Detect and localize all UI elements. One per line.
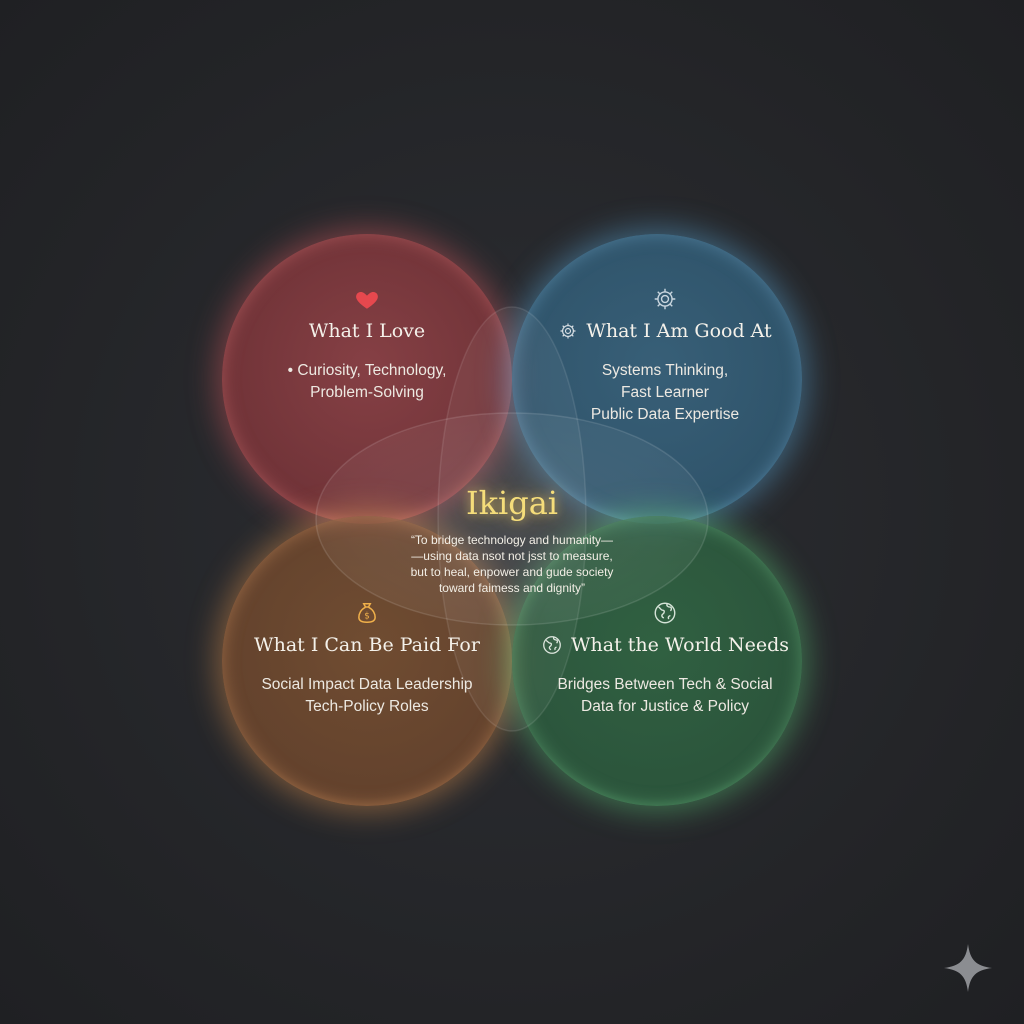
line: Bridges Between Tech & Social [557, 676, 773, 693]
title-what-i-love-text: What I Love [308, 320, 426, 342]
quote-line: “To bridge technology and humanity— [410, 533, 614, 547]
title-what-i-am-good-at: What I Am Good At [520, 320, 810, 342]
line: Social Impact Data Leadership [261, 676, 473, 693]
ikigai-quote: “To bridge technology and humanity— —usi… [362, 532, 662, 596]
ikigai-title: Ikigai [465, 484, 559, 522]
quote-line: but to heal, enpower and gude society [410, 565, 614, 579]
title-what-i-can-be-paid-for-text: What I Can Be Paid For [254, 634, 480, 656]
quadrant-what-i-am-good-at: What I Am Good At Systems Thinking, Fast… [520, 286, 810, 426]
line: Data for Justice & Policy [581, 698, 749, 715]
title-what-i-love: What I Love [222, 320, 512, 342]
svg-text:$: $ [364, 612, 370, 622]
line: Problem-Solving [310, 384, 424, 401]
money-bag-icon: $ [358, 603, 376, 623]
lines-what-i-love: • Curiosity, Technology, Problem-Solving [222, 360, 512, 404]
lines-what-the-world-needs: Bridges Between Tech & Social Data for J… [520, 674, 810, 718]
quote-line: —using data nsot not jsst to measure, [411, 549, 613, 563]
line: Fast Learner [621, 384, 709, 401]
sparkle-watermark-icon [944, 944, 992, 992]
lines-what-i-am-good-at: Systems Thinking, Fast Learner Public Da… [520, 360, 810, 426]
quote-line: toward faimess and dignity” [438, 581, 586, 595]
title-what-i-am-good-at-text: What I Am Good At [586, 320, 772, 342]
line: Systems Thinking, [601, 362, 729, 379]
gear-small-icon [560, 323, 576, 339]
globe-icon [654, 602, 676, 624]
lines-what-i-can-be-paid-for: Social Impact Data Leadership Tech-Polic… [222, 674, 512, 718]
globe-small-icon [543, 636, 561, 654]
line: Tech-Policy Roles [305, 698, 429, 715]
title-what-the-world-needs: What the World Needs [520, 634, 810, 656]
line: Public Data Expertise [590, 406, 740, 423]
quadrant-what-the-world-needs: What the World Needs Bridges Between Tec… [520, 600, 810, 718]
gear-icon [654, 288, 676, 310]
heart-icon [356, 291, 378, 309]
quadrant-what-i-love: What I Love • Curiosity, Technology, Pro… [222, 286, 512, 404]
title-what-the-world-needs-text: What the World Needs [571, 634, 789, 656]
quadrant-what-i-can-be-paid-for: $ What I Can Be Paid For Social Impact D… [222, 600, 512, 718]
line: • Curiosity, Technology, [287, 362, 447, 379]
title-what-i-can-be-paid-for: What I Can Be Paid For [222, 634, 512, 656]
ikigai-center: Ikigai “To bridge technology and humanit… [362, 484, 662, 596]
